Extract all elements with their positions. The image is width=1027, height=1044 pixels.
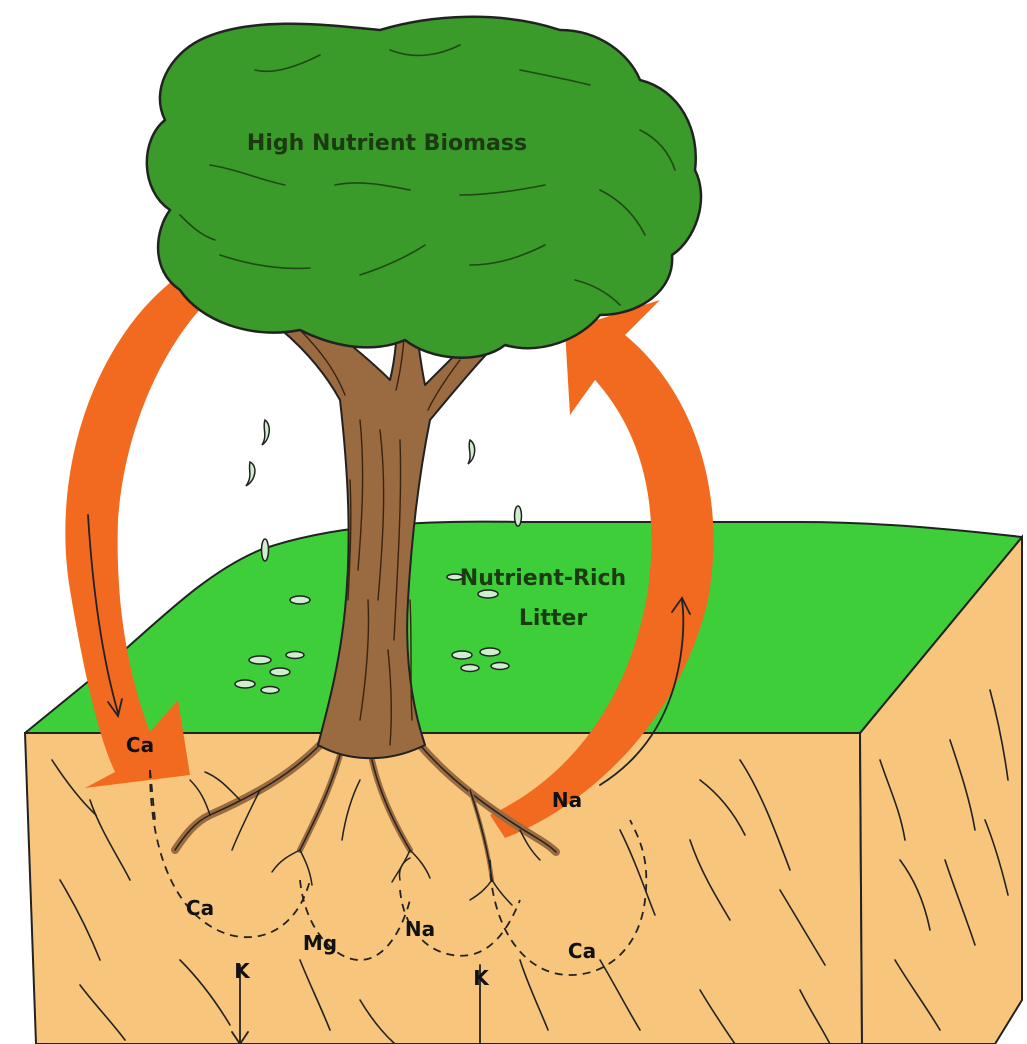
nutrient-ca-left: Ca bbox=[186, 896, 214, 920]
litter-label-line1: Nutrient-Rich bbox=[460, 566, 626, 591]
nutrient-k-mid: K bbox=[473, 966, 490, 990]
nutrient-na-uptake: Na bbox=[552, 788, 582, 812]
litter-label-line2: Litter bbox=[519, 606, 588, 631]
nutrient-k-left: K bbox=[234, 959, 251, 983]
tree-canopy bbox=[147, 17, 701, 358]
nutrient-ca-right: Ca bbox=[568, 939, 596, 963]
nutrient-na-mid: Na bbox=[405, 917, 435, 941]
nutrient-mg: Mg bbox=[303, 931, 337, 955]
nutrient-ca-surface: Ca bbox=[126, 733, 154, 757]
canopy-label: High Nutrient Biomass bbox=[247, 131, 527, 156]
